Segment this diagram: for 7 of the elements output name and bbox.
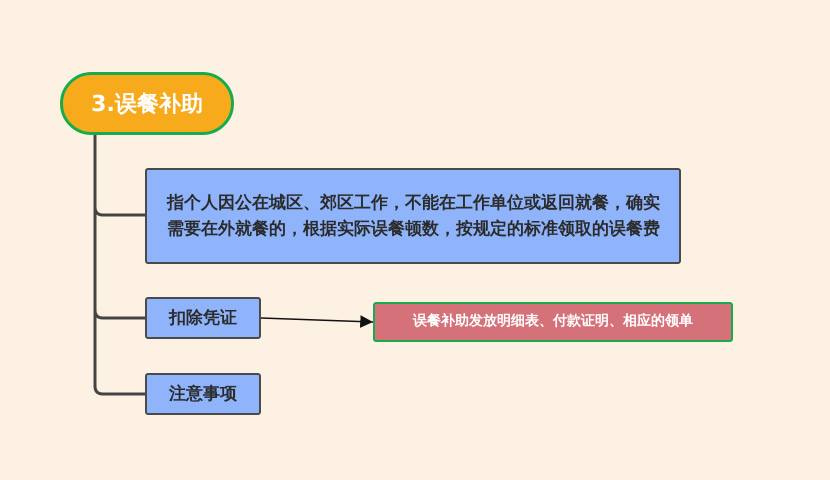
arrow [260,315,374,328]
topic-pill: 3.误餐补助 [60,72,234,135]
topic-box: 注意事项 [145,373,261,415]
topic-box: 指个人因公在城区、郊区工作，不能在工作单位或返回就餐，确实需要在外就餐的，根据实际误餐顿数，按规定的标准领取的误餐费 [145,168,681,264]
topic-box: 扣除凭证 [145,297,261,339]
connector-line [94,135,145,396]
topic-box: 误餐补助发放明细表、付款证明、相应的领单 [373,302,733,342]
